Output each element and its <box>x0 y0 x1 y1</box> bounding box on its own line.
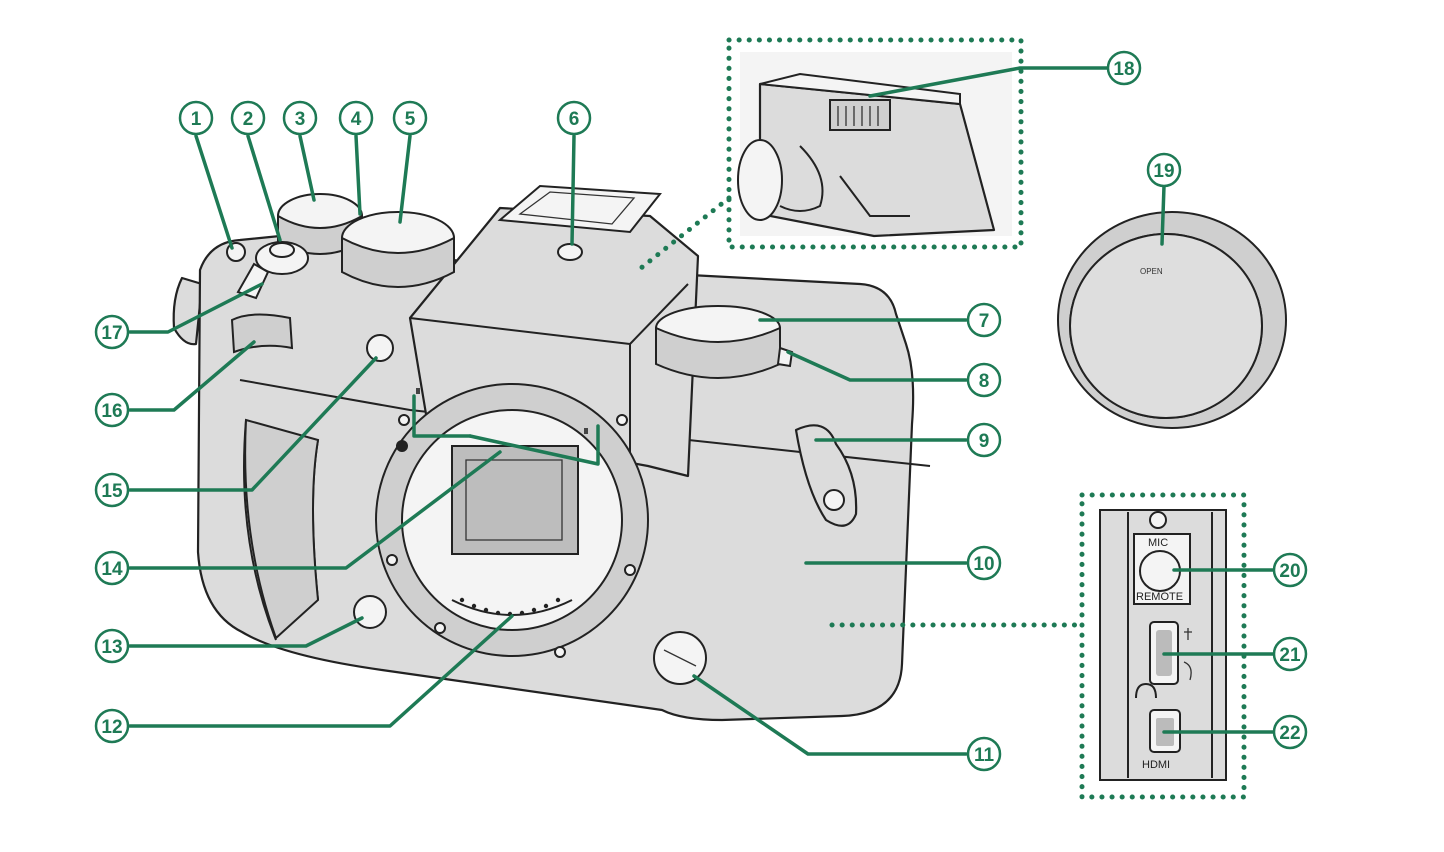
camera-body <box>172 184 931 722</box>
callout-1: 1 <box>178 100 214 136</box>
callout-4: 4 <box>338 100 374 136</box>
svg-text:5: 5 <box>405 109 416 130</box>
leader-lines <box>128 66 1278 756</box>
svg-text:3: 3 <box>295 109 306 130</box>
callout-11: 11 <box>966 736 1002 772</box>
svg-text:17: 17 <box>101 323 122 344</box>
svg-text:2: 2 <box>243 109 254 130</box>
port-hdmi-label: HDMI <box>1142 759 1170 771</box>
svg-text:7: 7 <box>979 311 990 332</box>
callout-17: 17 <box>94 314 130 350</box>
port-mic-label: MIC <box>1148 537 1168 549</box>
svg-text:15: 15 <box>101 481 123 502</box>
callout-18: 18 <box>1106 50 1142 86</box>
svg-text:19: 19 <box>1153 161 1174 182</box>
callouts: 1 2 3 4 5 6 7 8 9 10 11 12 13 14 15 16 1… <box>94 50 1308 772</box>
svg-text:16: 16 <box>101 401 122 422</box>
svg-text:10: 10 <box>973 554 994 575</box>
svg-text:12: 12 <box>101 717 122 738</box>
svg-text:13: 13 <box>101 637 122 658</box>
callout-12: 12 <box>94 708 130 744</box>
callout-20: 20 <box>1272 552 1308 588</box>
svg-text:8: 8 <box>979 371 990 392</box>
svg-text:14: 14 <box>101 559 123 580</box>
callout-22: 22 <box>1272 714 1308 750</box>
svg-text:21: 21 <box>1279 645 1301 666</box>
svg-text:11: 11 <box>974 745 995 766</box>
svg-text:1: 1 <box>191 109 202 130</box>
callout-3: 3 <box>282 100 318 136</box>
svg-text:18: 18 <box>1113 59 1134 80</box>
callout-10: 10 <box>966 545 1002 581</box>
callout-7: 7 <box>966 302 1002 338</box>
callout-14: 14 <box>94 550 130 586</box>
flash-inset <box>633 37 1024 275</box>
callout-21: 21 <box>1272 636 1308 672</box>
callout-15: 15 <box>94 472 130 508</box>
svg-text:6: 6 <box>569 109 580 130</box>
callout-16: 16 <box>94 392 130 428</box>
callout-5: 5 <box>392 100 428 136</box>
callout-13: 13 <box>94 628 130 664</box>
callout-6: 6 <box>556 100 592 136</box>
callout-19: 19 <box>1146 152 1182 188</box>
body-cap: OPEN <box>1057 211 1287 429</box>
cap-open-label: OPEN <box>1140 267 1163 276</box>
svg-text:22: 22 <box>1279 723 1300 744</box>
ports-inset: MIC REMOTE HDMI <box>829 492 1247 800</box>
callout-9: 9 <box>966 422 1002 458</box>
callout-2: 2 <box>230 100 266 136</box>
callout-8: 8 <box>966 362 1002 398</box>
svg-text:4: 4 <box>351 109 362 130</box>
svg-text:9: 9 <box>979 431 990 452</box>
port-remote-label: REMOTE <box>1136 591 1183 603</box>
svg-text:20: 20 <box>1279 561 1300 582</box>
